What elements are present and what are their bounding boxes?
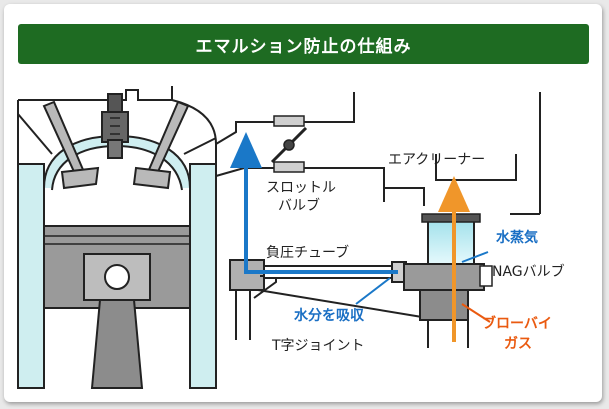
absorb-pointer	[355, 277, 391, 305]
blowby-label-1: ブローバイ	[482, 315, 552, 332]
spark-plug-icon	[101, 93, 129, 159]
throttle-valve-icon	[270, 115, 308, 173]
blowby-pointer	[461, 303, 491, 323]
nag-valve-label: NAGバルブ	[492, 263, 565, 280]
water-vapor-label: 水蒸気	[496, 229, 538, 246]
negative-tube-label: 負圧チューブ	[266, 244, 349, 261]
title-banner: エマルション防止の仕組み	[18, 24, 589, 64]
mechanism-diagram: スロットル バルブ エアクリーナー 負圧チューブ 水蒸気 NAGバルブ 水分を吸…	[17, 86, 565, 389]
intake-valve-icon	[42, 100, 100, 190]
absorb-label: 水分を吸収	[294, 307, 365, 324]
exhaust-valve-icon	[132, 100, 190, 190]
diagram-card: エマルション防止の仕組み	[4, 4, 602, 402]
air-cleaner-label: エアクリーナー	[388, 152, 485, 168]
t-joint-label: T字ジョイント	[271, 338, 365, 354]
blowby-label-2: ガス	[504, 336, 532, 352]
nag-valve-icon	[403, 213, 493, 348]
vapor-pointer	[461, 251, 489, 263]
intake-pipe	[215, 92, 541, 215]
throttle-label-2: バルブ	[278, 197, 320, 214]
throttle-label-1: スロットル	[266, 180, 336, 196]
moisture-flow-arrow	[230, 132, 398, 274]
piston-icon	[43, 225, 191, 389]
